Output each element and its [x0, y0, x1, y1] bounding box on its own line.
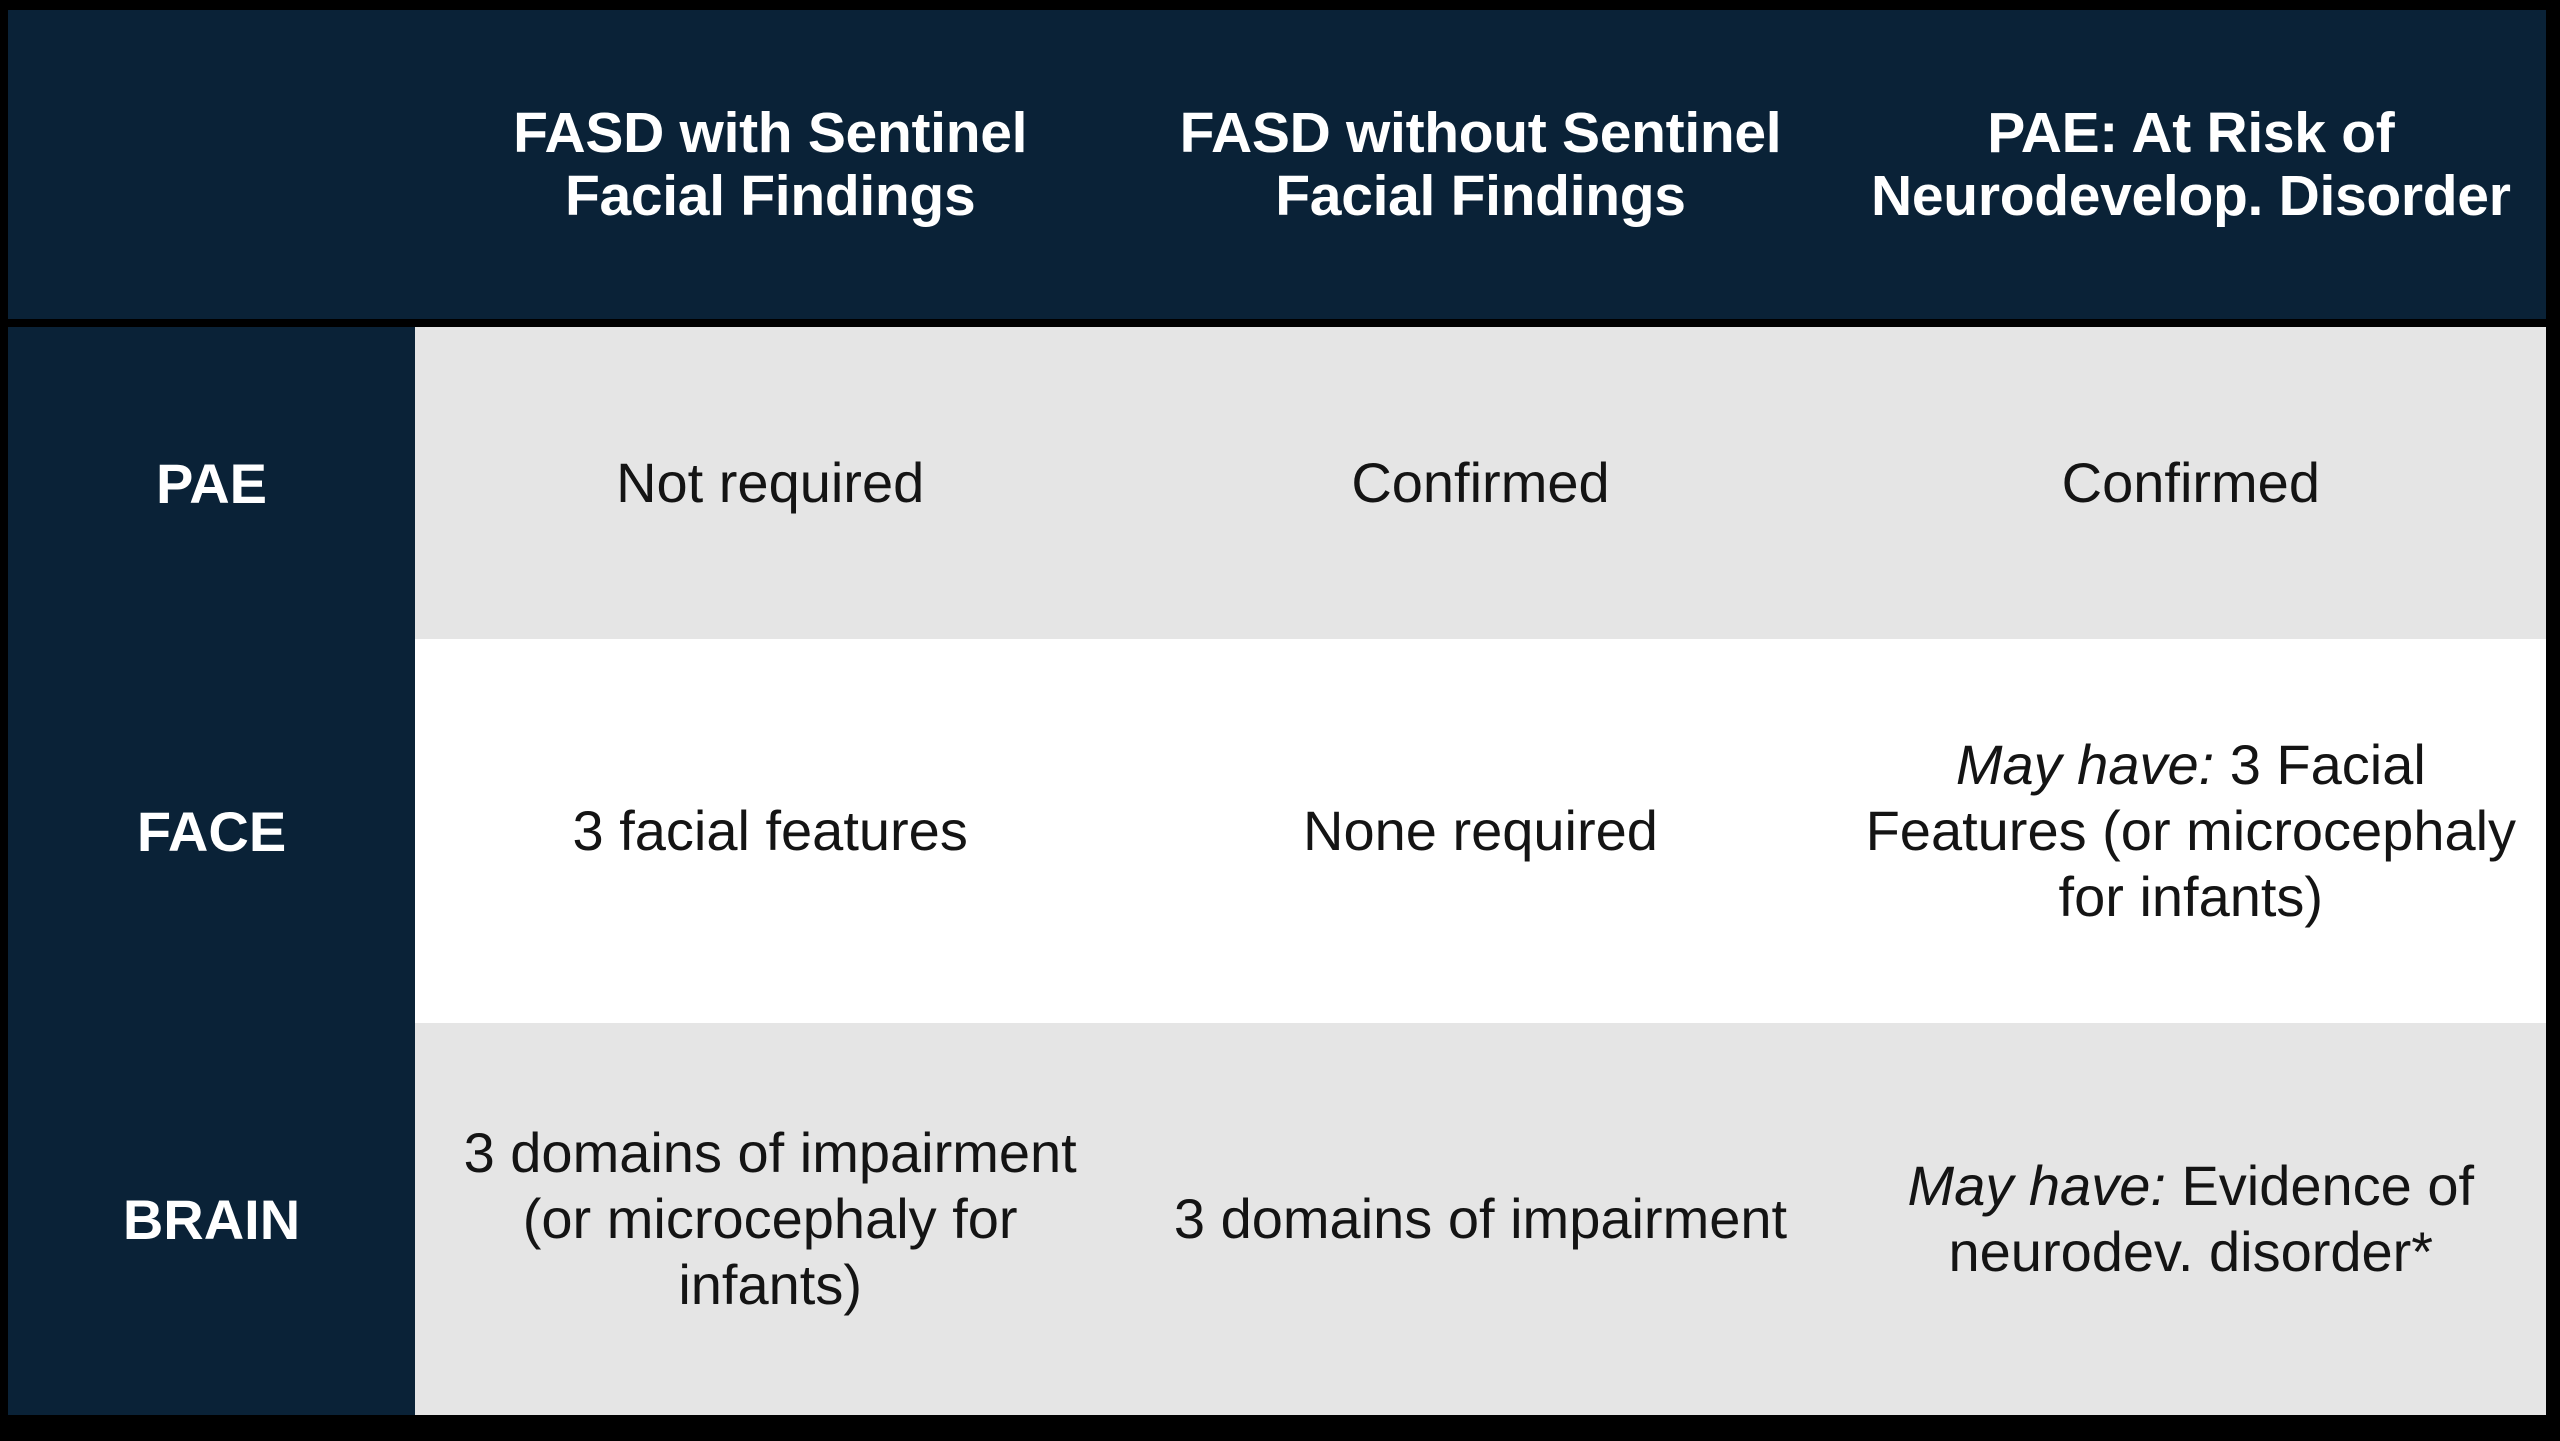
cell-text: 3 domains of impairment (or microcephaly… [431, 1120, 1109, 1318]
row-label-text: FACE [136, 799, 287, 863]
cell-value: Confirmed [2061, 450, 2320, 514]
cell-value: 3 Facial Features (or microcephaly for i… [1865, 732, 2517, 929]
column-header-fasd-without-sentinel: FASD without Sentinel Facial Findings [1125, 10, 1836, 319]
cell-brain-at-risk: May have: Evidence of neurodev. disorder… [1835, 1023, 2546, 1415]
header-divider [8, 319, 2546, 327]
cell-brain-fasd-without-sentinel: 3 domains of impairment [1125, 1023, 1836, 1415]
column-header-label: FASD with Sentinel Facial Findings [513, 101, 1028, 228]
cell-text: 3 facial features [572, 798, 967, 864]
cell-text: 3 domains of impairment [1174, 1186, 1787, 1252]
cell-face-fasd-with-sentinel: 3 facial features [415, 639, 1126, 1023]
cell-value: Evidence of neurodev. disorder* [1948, 1153, 2475, 1283]
cell-value: 3 domains of impairment (or microcephaly… [463, 1120, 1077, 1317]
cell-pae-fasd-with-sentinel: Not required [415, 327, 1126, 639]
cell-pae-fasd-without-sentinel: Confirmed [1125, 327, 1836, 639]
cell-text: None required [1303, 798, 1658, 864]
cell-text: Confirmed [2062, 450, 2320, 516]
cell-text: Confirmed [1351, 450, 1609, 516]
cell-text: Not required [616, 450, 924, 516]
cell-emphasis: May have: [1907, 1153, 2166, 1217]
cell-pae-at-risk: Confirmed [1835, 327, 2546, 639]
header-corner-cell [8, 10, 415, 319]
cell-value: 3 facial features [572, 798, 968, 862]
cell-brain-fasd-with-sentinel: 3 domains of impairment (or microcephaly… [415, 1023, 1126, 1415]
cell-emphasis: May have: [1955, 732, 2215, 796]
row-label-text: PAE [156, 451, 267, 515]
cell-value: Confirmed [1351, 450, 1610, 514]
column-header-pae-at-risk: PAE: At Risk of Neurodevelop. Disorder [1835, 10, 2546, 319]
cell-text: May have: 3 Facial Features (or microcep… [1852, 732, 2530, 930]
row-label-text: BRAIN [122, 1187, 301, 1251]
cell-value: None required [1303, 798, 1658, 862]
table-row: PAE Not required Confirmed Confirmed [8, 327, 2546, 639]
column-header-label: FASD without Sentinel Facial Findings [1179, 101, 1782, 228]
table-body: PAE Not required Confirmed Confirmed FAC… [8, 327, 2546, 1415]
cell-face-fasd-without-sentinel: None required [1125, 639, 1836, 1023]
cell-value: 3 domains of impairment [1173, 1186, 1788, 1250]
row-label-face: FACE [8, 639, 415, 1023]
column-header-label: PAE: At Risk of Neurodevelop. Disorder [1871, 101, 2511, 228]
cell-text: May have: Evidence of neurodev. disorder… [1852, 1153, 2530, 1285]
column-header-fasd-with-sentinel: FASD with Sentinel Facial Findings [415, 10, 1126, 319]
cell-face-at-risk: May have: 3 Facial Features (or microcep… [1835, 639, 2546, 1023]
table-row: FACE 3 facial features None required May… [8, 639, 2546, 1023]
row-label-pae: PAE [8, 327, 415, 639]
cell-value: Not required [616, 450, 925, 514]
table-header-row: FASD with Sentinel Facial Findings FASD … [8, 10, 2546, 319]
comparison-table: FASD with Sentinel Facial Findings FASD … [8, 10, 2546, 1415]
row-label-brain: BRAIN [8, 1023, 415, 1415]
table-row: BRAIN 3 domains of impairment (or microc… [8, 1023, 2546, 1415]
